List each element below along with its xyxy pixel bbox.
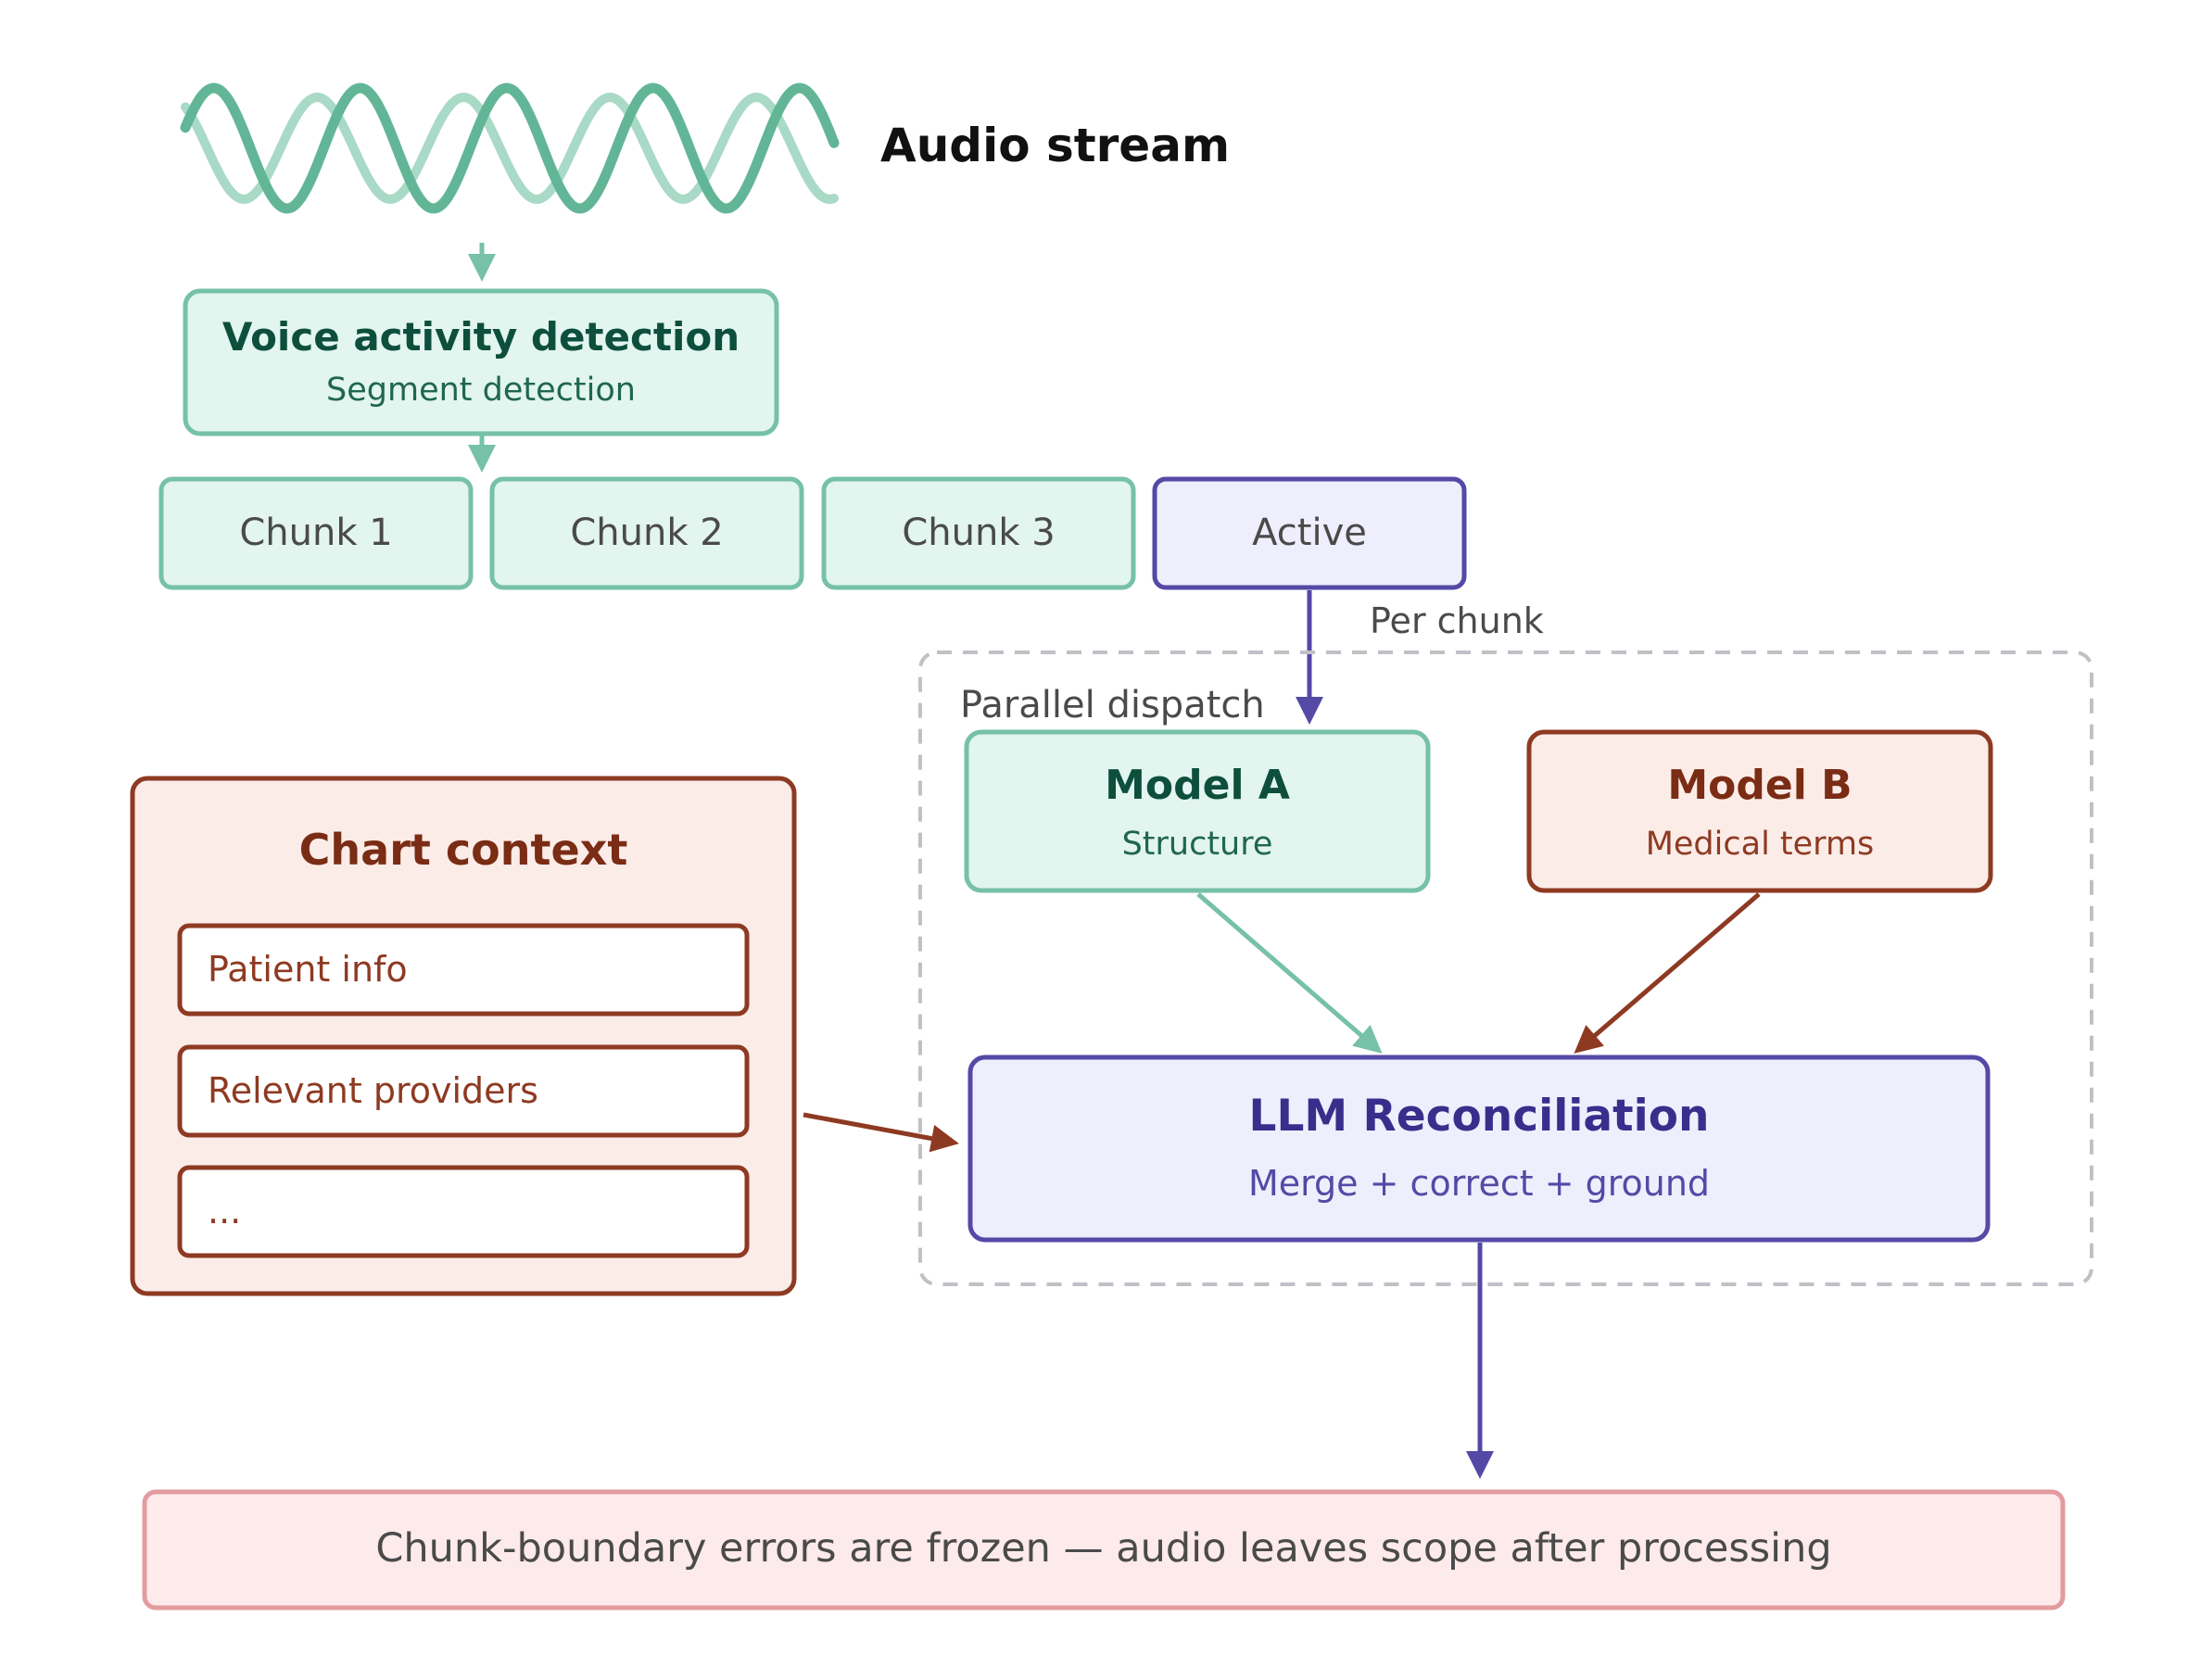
chart-context-item-more: ... — [177, 1165, 750, 1258]
parallel-dispatch-label: Parallel dispatch — [960, 684, 1265, 726]
model-b-subtitle: Medical terms — [1646, 826, 1875, 863]
arrow-chart-context-to-reconciliation — [803, 1112, 959, 1153]
footer-note-text: Chunk-boundary errors are frozen — audio… — [375, 1525, 1831, 1572]
chunk-active: Active — [1152, 476, 1467, 590]
model-b-title: Model B — [1667, 762, 1852, 809]
chart-context-item-label: Relevant providers — [208, 1070, 538, 1111]
arrow-model-a-to-reconciliation — [1196, 892, 1383, 1054]
reconciliation-subtitle: Merge + correct + ground — [1248, 1163, 1710, 1204]
arrow-model-b-to-reconciliation — [1574, 892, 1761, 1054]
chunk-3-label: Chunk 3 — [902, 512, 1055, 554]
chunk-1-label: Chunk 1 — [239, 512, 392, 554]
chunk-3: Chunk 3 — [821, 476, 1136, 590]
vad-subtitle: Segment detection — [326, 372, 636, 409]
vad-box: Voice activity detection Segment detecti… — [183, 288, 779, 436]
chart-context-item-patient-info: Patient info — [177, 923, 750, 1017]
model-a-box: Model A Structure — [964, 729, 1431, 893]
audio-waveform-icon — [180, 82, 840, 214]
per-chunk-label: Per chunk — [1370, 600, 1544, 641]
chart-context-item-label: Patient info — [208, 949, 408, 990]
vad-title: Voice activity detection — [222, 314, 740, 360]
chunk-2: Chunk 2 — [489, 476, 804, 590]
model-b-box: Model B Medical terms — [1526, 729, 1993, 893]
model-a-subtitle: Structure — [1122, 826, 1273, 863]
model-a-title: Model A — [1105, 762, 1290, 809]
footer-note-box: Chunk-boundary errors are frozen — audio… — [142, 1489, 2066, 1611]
chart-context-item-label: ... — [208, 1191, 241, 1232]
reconciliation-box: LLM Reconciliation Merge + correct + gro… — [967, 1055, 1991, 1243]
chart-context-item-relevant-providers: Relevant providers — [177, 1044, 750, 1138]
chart-context-panel: Chart context Patient info Relevant prov… — [130, 776, 797, 1296]
reconciliation-title: LLM Reconciliation — [1249, 1091, 1710, 1142]
chart-context-title: Chart context — [299, 825, 628, 875]
audio-stream-title: Audio stream — [880, 119, 1230, 172]
chunk-active-label: Active — [1252, 512, 1367, 554]
chunk-2-label: Chunk 2 — [570, 512, 723, 554]
parallel-dispatch-container — [918, 651, 2093, 1286]
chunk-1: Chunk 1 — [158, 476, 474, 590]
